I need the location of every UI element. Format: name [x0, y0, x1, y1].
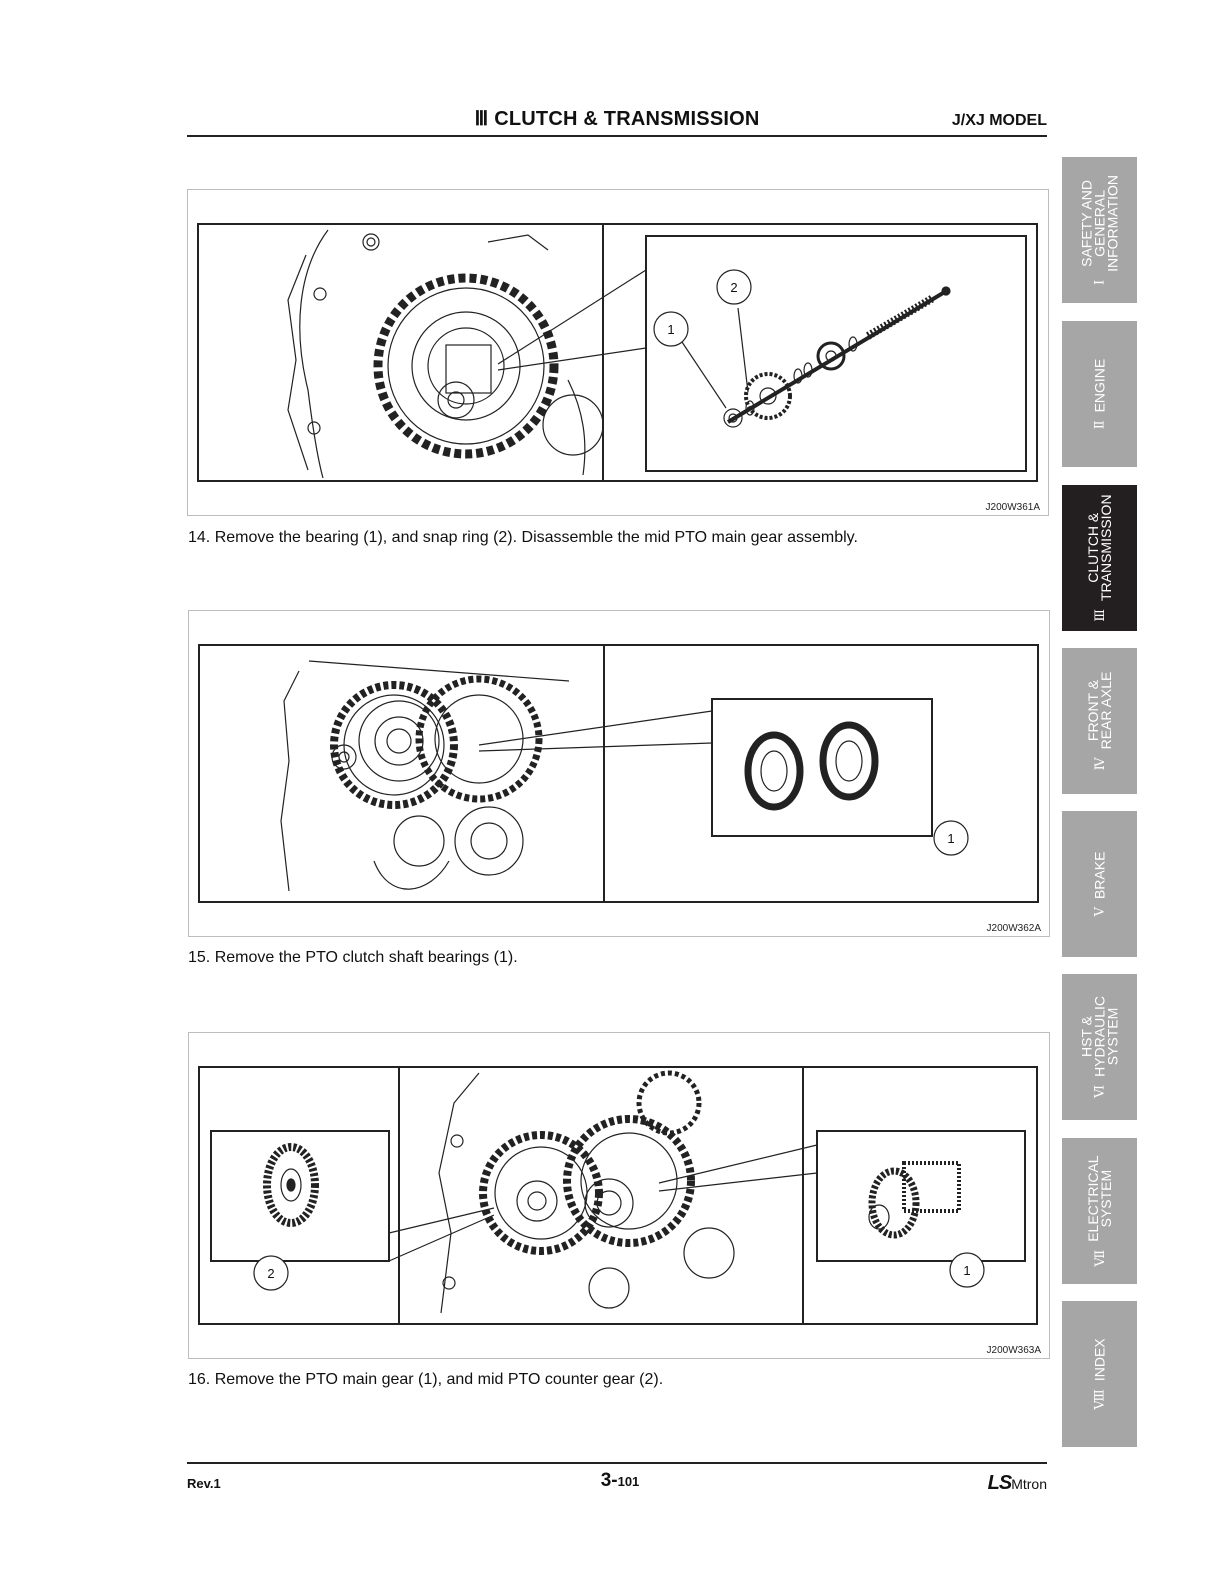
revision-label: Rev.1: [187, 1476, 221, 1491]
tab-numeral: Ⅱ: [1092, 420, 1107, 430]
figure-2: 1 J200W362A: [188, 610, 1050, 937]
step-15-text: 15. Remove the PTO clutch shaft bearings…: [188, 949, 518, 966]
figure-1-callout-1: 1: [667, 322, 674, 337]
figure-3: 2 1 J200W363A: [188, 1032, 1050, 1359]
tab-clutch-transmission[interactable]: Ⅲ CLUTCH &TRANSMISSION: [1062, 485, 1137, 631]
figure-1-callout-2: 2: [730, 280, 737, 295]
tab-engine[interactable]: Ⅱ ENGINE: [1062, 321, 1137, 467]
figure-3-code: J200W363A: [986, 1345, 1041, 1356]
tab-label: ENGINE: [1091, 358, 1107, 413]
header-divider: [187, 135, 1047, 137]
page-num: 101: [617, 1474, 640, 1489]
tab-label: SYSTEM: [1097, 1169, 1114, 1228]
figure-2-code: J200W362A: [986, 923, 1041, 934]
tab-label: INDEX: [1091, 1338, 1107, 1382]
figure-2-illustration: 1: [198, 644, 1039, 903]
logo-mtron: Mtron: [1011, 1476, 1047, 1492]
page-number: 3-101: [580, 1470, 660, 1492]
tab-numeral: Ⅲ: [1092, 609, 1107, 622]
figure-1: 1 2 J200W361A: [187, 189, 1049, 516]
page-section: 3-: [600, 1470, 618, 1491]
tab-numeral: Ⅶ: [1092, 1249, 1107, 1267]
tab-label: SYSTEM: [1104, 1007, 1120, 1066]
tab-numeral: Ⅰ: [1092, 279, 1107, 286]
tab-label: REAR AXLE: [1097, 671, 1114, 750]
figure-1-code: J200W361A: [985, 502, 1040, 513]
figure-1-illustration: 1 2: [197, 223, 1038, 482]
tab-numeral: Ⅵ: [1092, 1084, 1107, 1098]
step-14-text: 14. Remove the bearing (1), and snap rin…: [188, 529, 858, 546]
logo-ls: LS: [987, 1472, 1013, 1494]
step-16-text: 16. Remove the PTO main gear (1), and mi…: [188, 1371, 664, 1388]
tab-numeral: Ⅳ: [1092, 757, 1107, 771]
tab-front-rear-axle[interactable]: Ⅳ FRONT &REAR AXLE: [1062, 648, 1137, 794]
tab-brake[interactable]: Ⅴ BRAKE: [1062, 811, 1137, 957]
tab-numeral: Ⅴ: [1092, 907, 1107, 917]
tab-label: BRAKE: [1091, 851, 1107, 900]
tab-numeral: Ⅷ: [1092, 1389, 1107, 1410]
tab-index[interactable]: Ⅷ INDEX: [1062, 1301, 1137, 1447]
figure-3-callout-1: 1: [963, 1263, 970, 1278]
figure-3-callout-2: 2: [267, 1266, 274, 1281]
section-title: Ⅲ CLUTCH & TRANSMISSION: [474, 108, 760, 130]
model-label: J/XJ MODEL: [951, 112, 1047, 129]
figure-3-illustration: 2 1: [198, 1066, 1038, 1325]
footer-divider: [187, 1462, 1047, 1464]
tab-label: TRANSMISSION: [1097, 494, 1114, 602]
tab-label: INFORMATION: [1104, 174, 1120, 272]
figure-2-callout-1: 1: [947, 831, 954, 846]
